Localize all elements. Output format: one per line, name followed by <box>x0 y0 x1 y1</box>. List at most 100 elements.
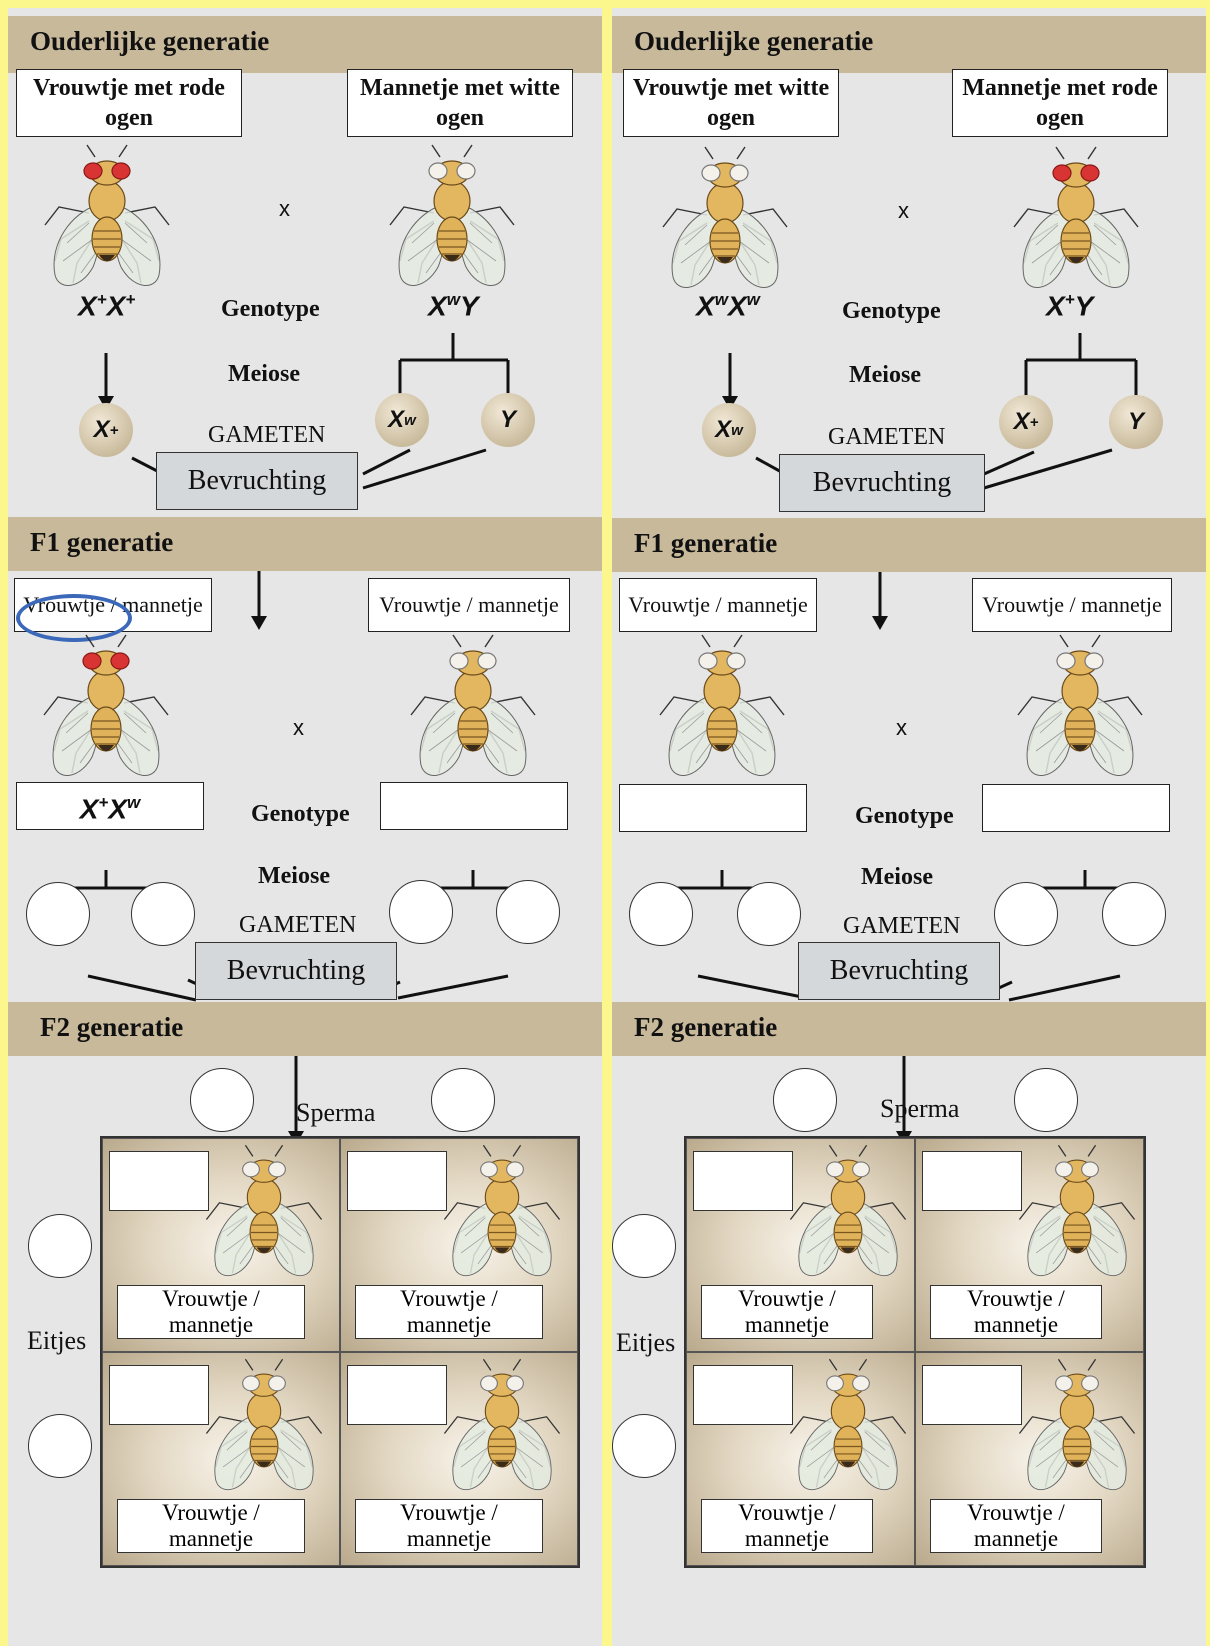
f1-male-genotype-box[interactable] <box>982 784 1170 832</box>
fertilization-box: Bevruchting <box>779 454 985 512</box>
egg-circle[interactable] <box>28 1214 92 1278</box>
f2-fly-image <box>1018 1358 1136 1490</box>
sperm-label: Sperma <box>880 1094 960 1123</box>
fertilization-box: Bevruchting <box>195 942 397 1000</box>
f1-gamete-circle[interactable] <box>496 880 560 944</box>
eggs-label: Eitjes <box>616 1328 676 1357</box>
f2-fly-image <box>205 1144 323 1276</box>
male-genotype: X+Y <box>1046 290 1094 322</box>
male-gamete-y: Y <box>1109 395 1163 449</box>
f1-female-genotype-box[interactable] <box>619 784 807 832</box>
genotype-blank[interactable] <box>922 1151 1022 1211</box>
f2-fly-image <box>789 1358 907 1490</box>
gametes-label: GAMETEN <box>843 913 961 939</box>
f1-gamete-circle[interactable] <box>389 880 453 944</box>
sex-box[interactable]: Vrouwtje / mannetje <box>117 1499 305 1553</box>
punnett-square: Vrouwtje / mannetje Vrouwtje / mannetje … <box>684 1136 1146 1568</box>
punnett-cell: Vrouwtje / mannetje <box>102 1138 340 1352</box>
egg-circle[interactable] <box>612 1414 676 1478</box>
f1-male-fly-image <box>410 634 536 776</box>
fertilization-box: Bevruchting <box>798 942 1000 1000</box>
punnett-cell: Vrouwtje / mannetje <box>102 1352 340 1566</box>
genotype-label: Genotype <box>855 803 954 829</box>
male-gamete-y: Y <box>481 393 535 447</box>
genotype-blank[interactable] <box>109 1151 209 1211</box>
sex-box[interactable]: Vrouwtje / mannetje <box>117 1285 305 1339</box>
cross-symbol: x <box>279 196 290 221</box>
sex-box[interactable]: Vrouwtje / mannetje <box>930 1499 1102 1553</box>
female-gamete: X+ <box>79 403 133 457</box>
right-cross-panel: Ouderlijke generatie Vrouwtje met witte … <box>612 8 1206 1646</box>
f1-gamete-circle[interactable] <box>26 882 90 946</box>
sperm-circle[interactable] <box>190 1068 254 1132</box>
gametes-label: GAMETEN <box>239 912 357 938</box>
f1-male-fly-image <box>1017 634 1143 776</box>
sex-box[interactable]: Vrouwtje / mannetje <box>701 1499 873 1553</box>
punnett-cell: Vrouwtje / mannetje <box>686 1352 915 1566</box>
parent-female-fly-image <box>44 144 170 286</box>
punnett-square: Vrouwtje / mannetje Vrouwtje / mannetje … <box>100 1136 580 1568</box>
f1-generation-header: F1 generatie <box>612 518 1206 572</box>
sperm-circle[interactable] <box>1014 1068 1078 1132</box>
f1-gamete-circle[interactable] <box>737 882 801 946</box>
f2-fly-image <box>789 1144 907 1276</box>
female-label-box: Vrouwtje met witte ogen <box>623 69 839 137</box>
f1-male-genotype-box[interactable] <box>380 782 568 830</box>
genotype-blank[interactable] <box>347 1365 447 1425</box>
f1-female-sex-box[interactable]: Vrouwtje / mannetje <box>619 578 817 632</box>
f2-fly-image <box>205 1358 323 1490</box>
f2-generation-header: F2 generatie <box>612 1002 1206 1056</box>
circled-vrouwtje-annotation <box>16 594 132 642</box>
f1-gamete-circle[interactable] <box>1102 882 1166 946</box>
female-genotype: XwXw <box>696 290 760 322</box>
f1-gamete-circle[interactable] <box>629 882 693 946</box>
female-label-box: Vrouwtje met rode ogen <box>16 69 242 137</box>
f1-gamete-circle[interactable] <box>994 882 1058 946</box>
genotype-blank[interactable] <box>922 1365 1022 1425</box>
gametes-label: GAMETEN <box>828 424 946 450</box>
male-genotype: XwY <box>428 290 479 322</box>
parent-male-fly-image <box>389 144 515 286</box>
genotype-label: Genotype <box>221 296 320 322</box>
meiosis-label: Meiose <box>258 863 330 889</box>
parent-female-fly-image <box>662 146 788 288</box>
genotype-blank[interactable] <box>347 1151 447 1211</box>
genotype-blank[interactable] <box>693 1151 793 1211</box>
f1-male-sex-box[interactable]: Vrouwtje / mannetje <box>972 578 1172 632</box>
f1-female-genotype-box[interactable]: X+Xw <box>16 782 204 830</box>
f1-gamete-circle[interactable] <box>131 882 195 946</box>
sex-box[interactable]: Vrouwtje / mannetje <box>355 1285 543 1339</box>
sex-box[interactable]: Vrouwtje / mannetje <box>355 1499 543 1553</box>
male-label-box: Mannetje met witte ogen <box>347 69 573 137</box>
sperm-circle[interactable] <box>431 1068 495 1132</box>
parental-generation-header: Ouderlijke generatie <box>8 16 602 73</box>
f1-female-fly-image <box>43 634 169 776</box>
eggs-label: Eitjes <box>27 1326 87 1355</box>
male-label-box: Mannetje met rode ogen <box>952 69 1168 137</box>
punnett-cell: Vrouwtje / mannetje <box>340 1352 578 1566</box>
sperm-circle[interactable] <box>773 1068 837 1132</box>
f2-fly-image <box>443 1358 561 1490</box>
punnett-cell: Vrouwtje / mannetje <box>340 1138 578 1352</box>
cross-symbol: x <box>896 715 907 740</box>
genotype-blank[interactable] <box>109 1365 209 1425</box>
f2-fly-image <box>1018 1144 1136 1276</box>
f1-female-fly-image <box>659 634 785 776</box>
punnett-cell: Vrouwtje / mannetje <box>915 1352 1144 1566</box>
genotype-label: Genotype <box>842 298 941 324</box>
cross-symbol: x <box>898 198 909 223</box>
punnett-cell: Vrouwtje / mannetje <box>915 1138 1144 1352</box>
parent-male-fly-image <box>1013 146 1139 288</box>
sex-box[interactable]: Vrouwtje / mannetje <box>930 1285 1102 1339</box>
f1-male-sex-box[interactable]: Vrouwtje / mannetje <box>368 578 570 632</box>
female-genotype: X+X+ <box>78 290 136 322</box>
fertilization-box: Bevruchting <box>156 452 358 510</box>
sex-box[interactable]: Vrouwtje / mannetje <box>701 1285 873 1339</box>
genotype-blank[interactable] <box>693 1365 793 1425</box>
egg-circle[interactable] <box>612 1214 676 1278</box>
meiosis-label: Meiose <box>861 864 933 890</box>
f2-fly-image <box>443 1144 561 1276</box>
egg-circle[interactable] <box>28 1414 92 1478</box>
parental-generation-header: Ouderlijke generatie <box>612 16 1206 73</box>
